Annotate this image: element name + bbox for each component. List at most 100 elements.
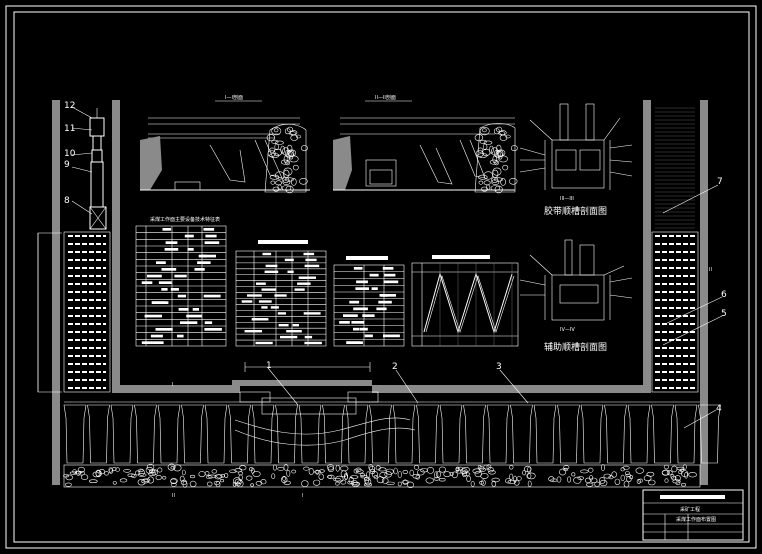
rubble-stone — [492, 169, 499, 178]
rubble-stone — [138, 468, 144, 473]
table-cell-text — [280, 335, 298, 339]
hydraulic-support — [580, 404, 604, 464]
table-cell-text — [270, 306, 279, 309]
rubble-stone — [252, 471, 261, 477]
aux-roadway-section: IV—IV 辅助顺槽剖面图 — [519, 239, 633, 353]
roadway-outline — [52, 100, 708, 485]
rubble-stone — [275, 180, 283, 186]
table-cell-text — [144, 314, 162, 318]
table-cell-text — [265, 264, 278, 268]
hydraulic-support — [557, 404, 580, 464]
rubble-stone — [567, 476, 572, 483]
rubble-stone — [472, 468, 482, 474]
rubble-stone — [478, 467, 486, 472]
rubble-stone — [594, 481, 600, 487]
table-cell-text — [369, 273, 379, 277]
rubble-stone — [303, 466, 310, 471]
rubble-stone — [360, 474, 368, 479]
rubble-stone — [272, 464, 277, 471]
table-cell-text — [203, 228, 215, 231]
table-cell-text — [187, 248, 194, 251]
rubble-stone — [283, 169, 290, 178]
rubble-stone — [269, 147, 276, 153]
table-cell-text — [261, 306, 268, 309]
rubble-stone — [315, 469, 320, 475]
rubble-stone — [327, 464, 334, 471]
rubble-stone — [281, 476, 288, 483]
hydraulic-support — [345, 404, 369, 464]
rubble-stone — [167, 463, 176, 471]
rubble-stone — [415, 474, 420, 480]
rubble-stone — [213, 480, 220, 485]
callout-2: 2 — [392, 362, 398, 372]
rubble-stone — [273, 128, 279, 133]
rubble-stone — [335, 464, 340, 472]
table-cell-text — [379, 294, 388, 297]
rubble-stone — [489, 159, 499, 165]
section-view-2-title: II—II剖面 — [375, 94, 396, 101]
table-cell-text — [371, 287, 378, 290]
rubble-stone — [456, 469, 463, 474]
rubble-stone — [466, 475, 471, 482]
rubble-stone — [272, 186, 280, 192]
rubble-stone — [507, 479, 516, 484]
rubble-stone — [350, 475, 359, 479]
table-cell-text — [141, 281, 153, 284]
table-cell-text — [353, 327, 360, 331]
rubble-stone — [483, 140, 493, 145]
table-cell-text — [305, 258, 317, 262]
hydraulic-support — [604, 404, 627, 464]
rubble-stone — [497, 151, 503, 160]
rubble-stone — [135, 470, 140, 476]
table-cell-text — [204, 321, 213, 324]
table-cell-text — [178, 308, 189, 311]
table-cell-text — [247, 294, 262, 297]
rubble-stone — [486, 464, 492, 470]
callout-9: 9 — [64, 160, 70, 170]
rubble-stone — [255, 480, 263, 486]
rubble-stone — [505, 134, 511, 139]
hydraulic-support — [157, 404, 181, 464]
rubble-stone — [266, 134, 276, 142]
rubble-stone — [288, 155, 299, 163]
rubble-stone — [426, 466, 435, 474]
hydraulic-support — [204, 404, 228, 464]
right-ladder-frame — [651, 231, 699, 393]
rubble-stone — [486, 184, 491, 191]
rubble-stone — [359, 473, 366, 477]
cycle-graph — [411, 255, 519, 347]
rubble-stone — [170, 477, 178, 484]
outer-frame — [5, 5, 757, 549]
table-cell-text — [152, 341, 164, 344]
callout-10: 10 — [64, 149, 76, 159]
rubble-stone — [290, 178, 297, 186]
hydraulic-support — [698, 404, 721, 464]
rubble-stone — [295, 134, 302, 139]
rubble-stone — [65, 474, 73, 481]
table-cell-text — [161, 268, 177, 271]
table-cell-text — [141, 341, 153, 344]
rubble-stone — [585, 482, 594, 487]
hydraulic-support — [416, 404, 439, 464]
rubble-stone — [234, 468, 243, 473]
rubble-stone — [364, 476, 371, 481]
rubble-stone — [138, 469, 145, 476]
rubble-stone — [682, 464, 687, 470]
rubble-stone — [625, 471, 630, 476]
table-cell-text — [177, 334, 184, 338]
rubble-stone — [348, 476, 354, 484]
rubble-stone — [675, 481, 681, 486]
rubble-stone — [434, 471, 439, 479]
rubble-stone — [666, 470, 673, 476]
rubble-stone — [474, 470, 482, 478]
rubble-stone — [482, 128, 487, 133]
table-cell-text — [278, 324, 289, 327]
rubble-stone — [271, 139, 279, 144]
hydraulic-support — [392, 404, 416, 464]
callout-1: 1 — [266, 361, 272, 371]
table-cell-text — [251, 318, 266, 321]
rubble-stone — [480, 479, 486, 486]
rubble-stone — [505, 478, 512, 484]
rubble-stone — [589, 474, 594, 481]
rubble-stone — [282, 475, 287, 481]
